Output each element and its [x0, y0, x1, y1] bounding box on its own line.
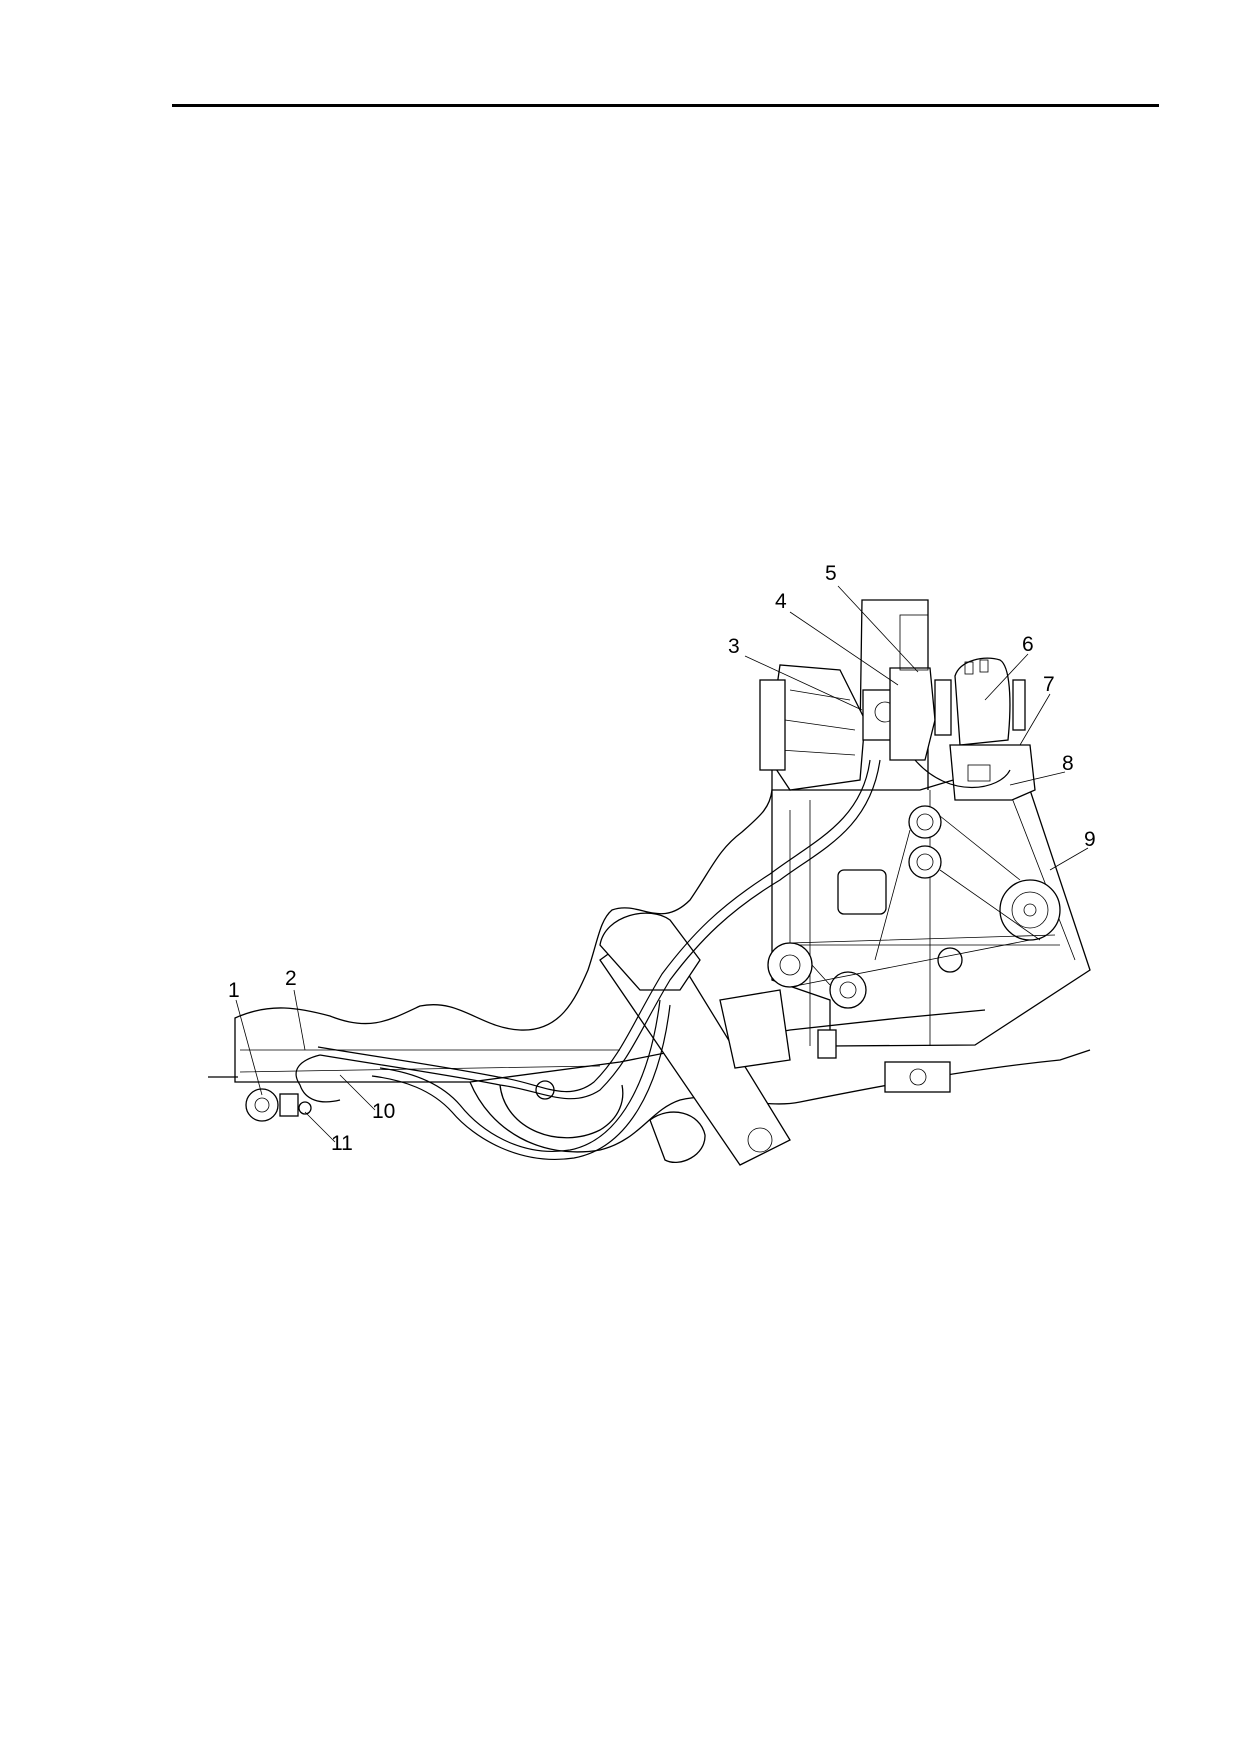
- rear-housing-panel: [789, 779, 1076, 1046]
- tensioner: [817, 1029, 837, 1059]
- drive-sprocket: [499, 1084, 624, 1139]
- header-rule: [172, 104, 1159, 107]
- callout-7: 7: [1043, 673, 1055, 696]
- pressure-hose-1: [319, 759, 881, 1100]
- leader-lines: [235, 585, 1089, 1143]
- callout-10: 10: [372, 1100, 395, 1123]
- callout-6: 6: [1022, 633, 1034, 656]
- rear-bracket: [884, 1061, 951, 1093]
- return-hose: [914, 759, 1011, 789]
- callout-5: 5: [825, 562, 837, 585]
- callout-8: 8: [1062, 752, 1074, 775]
- valve-block: [889, 667, 936, 761]
- tank-bracket: [1012, 679, 1026, 731]
- pipe-manifold: [934, 679, 952, 736]
- guard-plate: [719, 989, 791, 1069]
- drive-belt-lower: [789, 939, 1031, 988]
- callout-9: 9: [1084, 828, 1096, 851]
- callout-11: 11: [331, 1132, 353, 1155]
- pressure-hose-2: [317, 759, 871, 1093]
- callout-2: 2: [285, 967, 297, 990]
- front-hydraulic-motor: [245, 1088, 279, 1122]
- arm-bracket: [599, 912, 701, 991]
- lower-pulley-left: [767, 942, 813, 988]
- engine-block-detail: [779, 689, 856, 756]
- upper-pulley-1: [908, 805, 942, 839]
- filter-housing: [949, 744, 1036, 801]
- idler-pulley: [937, 947, 963, 973]
- frame-cutaway-outline: [234, 599, 929, 1040]
- upper-pulley-2: [908, 845, 942, 879]
- front-hose: [295, 1054, 341, 1103]
- lower-pulley-mid: [829, 971, 867, 1009]
- lower-hose-loop-2: [371, 1004, 671, 1160]
- engine-mount: [759, 679, 786, 771]
- lower-hose-loop: [379, 999, 661, 1152]
- front-motor-fitting: [279, 1093, 299, 1117]
- callout-3: 3: [728, 635, 740, 658]
- callout-1: 1: [228, 979, 240, 1002]
- lower-hook-bracket: [649, 1111, 706, 1164]
- large-pulley: [999, 879, 1061, 941]
- callout-4: 4: [775, 590, 787, 613]
- drive-belt-upper: [789, 815, 1056, 961]
- oil-tank: [954, 657, 1011, 746]
- access-port: [837, 869, 887, 915]
- chassis-rail: [234, 1009, 986, 1083]
- chassis-rail-inner: [239, 1049, 620, 1073]
- engine-exhaust-stack: [899, 614, 929, 671]
